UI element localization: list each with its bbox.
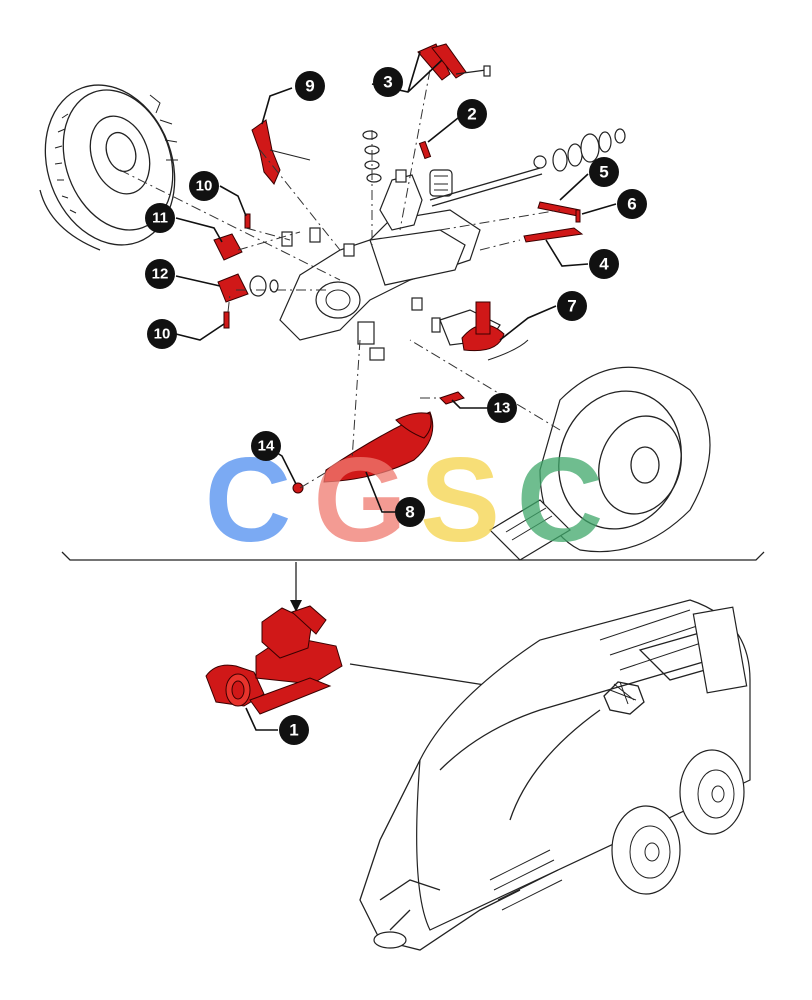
callout-10-top: 10: [189, 171, 219, 201]
callout-3: 3: [373, 67, 403, 97]
assembly-lines: [119, 69, 561, 489]
part-6-pin: [575, 209, 581, 223]
svg-text:10: 10: [154, 326, 171, 343]
knotter-location-marker: [603, 681, 645, 715]
part-10-pin-top: [244, 213, 251, 229]
watermark-letter-2: G: [313, 433, 406, 567]
svg-text:8: 8: [405, 503, 414, 522]
callout-12: 12: [145, 259, 175, 289]
callout-1: 1: [279, 715, 309, 745]
svg-text:3: 3: [383, 73, 392, 92]
part-13-pin: [439, 391, 465, 405]
svg-text:4: 4: [599, 255, 609, 274]
callout-10-bottom: 10: [147, 319, 177, 349]
part-5-lever: [537, 201, 581, 217]
svg-text:1: 1: [289, 721, 298, 740]
cgsc-watermark: C G S C: [205, 433, 604, 567]
callout-13: 13: [487, 393, 517, 423]
svg-text:14: 14: [258, 438, 275, 455]
callout-6: 6: [617, 189, 647, 219]
part-11-gear: [213, 233, 243, 261]
part-10-pin-bottom: [223, 311, 230, 329]
knotter-frame: [279, 169, 481, 341]
part-14-nut: [292, 482, 304, 494]
watermark-letter-3: S: [420, 433, 500, 567]
part-12-gear: [217, 273, 249, 303]
part-7-cam: [461, 324, 505, 352]
callout-11: 11: [145, 203, 175, 233]
callout-7: 7: [557, 291, 587, 321]
svg-text:10: 10: [196, 178, 213, 195]
svg-text:13: 13: [494, 400, 511, 417]
knotter-assembly-red: [205, 605, 343, 715]
callout-5: 5: [589, 157, 619, 187]
part-3-knife-arm: [417, 43, 451, 81]
part-2-pin: [418, 140, 432, 160]
svg-text:7: 7: [567, 297, 576, 316]
svg-text:11: 11: [152, 210, 168, 227]
svg-text:9: 9: [305, 77, 314, 96]
part-4-arm: [523, 227, 584, 243]
callout-badges: 1 2 3 4 5 6 7 8 9 10 10 11 12 13 14: [145, 67, 647, 745]
callout-4: 4: [589, 249, 619, 279]
section-separator: [61, 551, 765, 612]
drive-shaft: [429, 128, 626, 207]
part-9-hook: [251, 119, 281, 185]
svg-text:6: 6: [627, 195, 636, 214]
callout-2: 2: [457, 99, 487, 129]
watermark-letter-4: C: [517, 433, 604, 567]
svg-text:5: 5: [599, 163, 608, 182]
callout-14: 14: [251, 431, 281, 461]
down-arrow-icon: [290, 600, 302, 612]
leader-lines: [175, 51, 617, 731]
baler-machine: [359, 599, 751, 951]
callout-8: 8: [395, 497, 425, 527]
right-gear-housing: [489, 366, 711, 561]
callout-9: 9: [295, 71, 325, 101]
svg-text:2: 2: [467, 105, 476, 124]
svg-text:12: 12: [152, 266, 169, 283]
part-8-yoke: [323, 411, 434, 483]
left-gear-housing: [39, 84, 178, 251]
